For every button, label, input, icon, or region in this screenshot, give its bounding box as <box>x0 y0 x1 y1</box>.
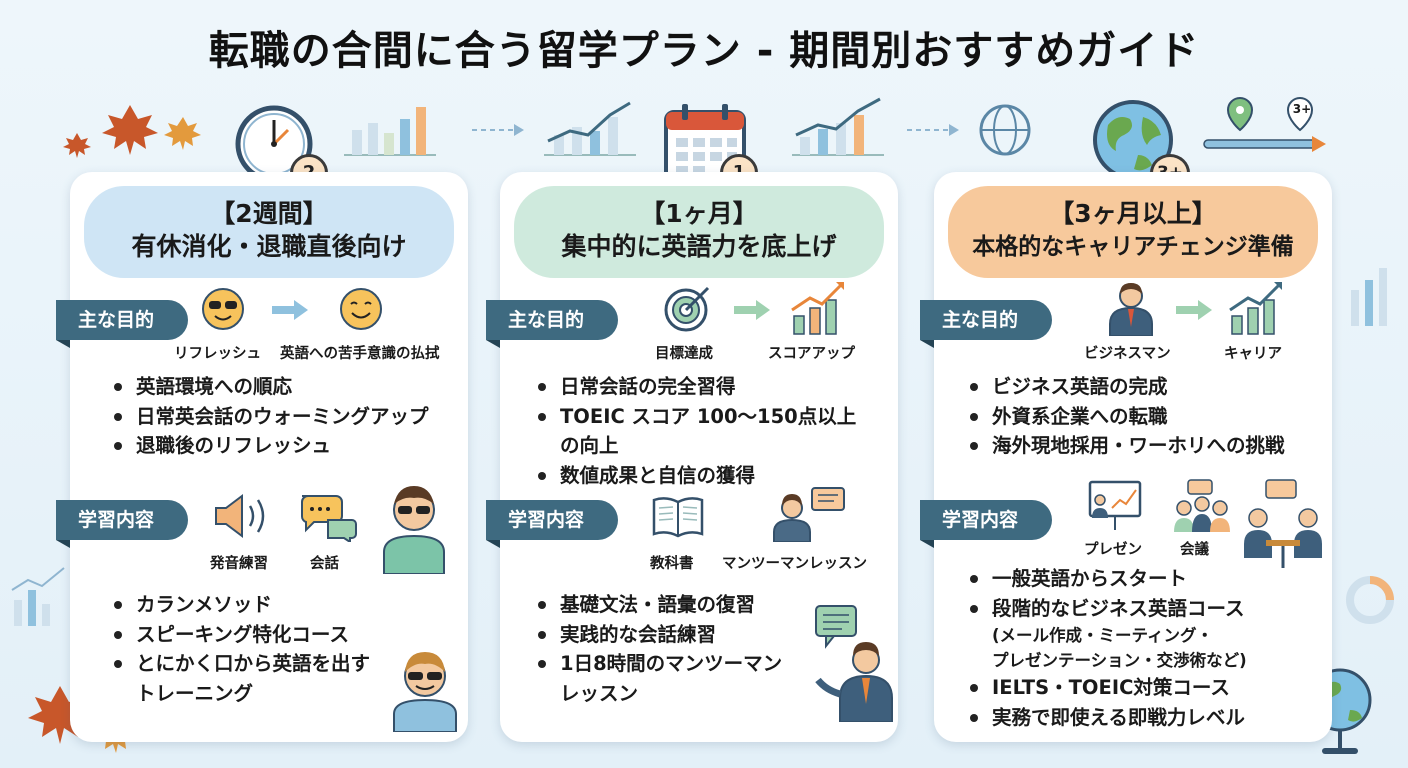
study-icon-label: マンツーマンレッスン <box>722 556 867 572</box>
arrow-right-icon-2 <box>907 124 959 136</box>
study-tag: 学習内容 <box>486 500 618 548</box>
purpose-tag: 主な目的 <box>486 300 618 348</box>
list-item: 海外現地採用・ワーホリへの挑戦 <box>964 431 1285 461</box>
plan-card-2weeks: 【2週間】 有休消化・退職直後向け 主な目的 リフレッシュ 英語への苦手意識の払… <box>56 172 468 742</box>
presentation-icon <box>1088 480 1142 530</box>
plan-subtitle: 有休消化・退職直後向け <box>131 232 407 261</box>
list-item: 退職後のリフレッシュ <box>108 431 429 461</box>
study-list: カランメソッド スピーキング特化コース とにかく口から英語を出す トレーニング <box>108 590 370 708</box>
list-item: 実務で即使える即戦力レベル <box>964 703 1247 733</box>
list-item: 一般英語からスタート <box>964 564 1247 594</box>
study-tag: 学習内容 <box>920 500 1052 548</box>
list-item: 実践的な会話練習 <box>532 620 782 650</box>
bar-chart-icon <box>344 107 436 156</box>
score-up-icon <box>791 282 844 335</box>
page-title: 転職の合間に合う留学プラン - 期間別おすすめガイド <box>208 28 1200 74</box>
list-item: 基礎文法・語彙の復習 <box>532 590 782 620</box>
traveler-icon <box>383 486 445 574</box>
globe-icon <box>979 104 1031 156</box>
list-item-continuation: (メール作成・ミーティング・ <box>992 626 1214 645</box>
discussion-icon <box>1244 479 1322 568</box>
list-item-continuation: トレーニング <box>136 681 254 705</box>
study-icon-label: 教科書 <box>650 556 694 572</box>
purpose-tag: 主な目的 <box>56 300 188 348</box>
list-item: 数値成果と自信の獲得 <box>532 461 856 491</box>
maple-leaves-icon <box>63 105 201 158</box>
list-item: 日常会話の完全習得 <box>532 372 856 402</box>
plan-card-3months: 【3ヶ月以上】 本格的なキャリアチェンジ準備 主な目的 ビジネスマン キャリア … <box>920 172 1332 742</box>
list-item: IELTS・TOEIC対策コース <box>964 673 1247 703</box>
chat-bubbles-icon <box>301 495 357 542</box>
side-chart-icon <box>11 567 65 626</box>
speaker-icon <box>215 494 265 538</box>
plan-subtitle: 本格的なキャリアチェンジ準備 <box>972 234 1294 260</box>
list-item: とにかく口から英語を出す <box>108 649 370 679</box>
card-header: 【2週間】 有休消化・退職直後向け <box>84 186 454 278</box>
smile-face-icon <box>340 288 382 330</box>
rising-chart-icon <box>792 97 884 156</box>
arrow-right-icon <box>472 124 524 136</box>
list-item: 日常英会話のウォーミングアップ <box>108 402 429 432</box>
study-icon-label: プレゼン <box>1084 542 1142 558</box>
purpose-list: ビジネス英語の完成 外資系企業への転職 海外現地採用・ワーホリへの挑戦 <box>964 372 1285 461</box>
arrow-right-icon <box>1176 300 1212 320</box>
purpose-icon-label: ビジネスマン <box>1084 346 1171 362</box>
career-chart-icon <box>1229 282 1282 335</box>
list-item: ビジネス英語の完成 <box>964 372 1285 402</box>
purpose-list: 英語環境への順応 日常英会話のウォーミングアップ 退職後のリフレッシュ <box>108 372 429 461</box>
teacher-icon <box>815 605 893 722</box>
plan-period: 【3ヶ月以上】 <box>1049 199 1217 228</box>
plan-period: 【2週間】 <box>210 199 328 228</box>
study-icon-label: 発音練習 <box>210 556 268 572</box>
plan-period: 【1ヶ月】 <box>640 199 758 228</box>
card-header: 【3ヶ月以上】 本格的なキャリアチェンジ準備 <box>948 186 1318 278</box>
purpose-tag: 主な目的 <box>920 300 1052 348</box>
purpose-icon-label: リフレッシュ <box>174 346 261 362</box>
purpose-icon-label: 目標達成 <box>655 346 713 362</box>
study-list: 基礎文法・語彙の復習 実践的な会話練習 1日8時間のマンツーマン レッスン <box>532 590 782 708</box>
list-item-continuation: レッスン <box>560 681 639 705</box>
study-icon-label: 会話 <box>310 556 339 572</box>
plan-card-1month: 【1ヶ月】 集中的に英語力を底上げ 主な目的 目標達成 スコアアップ 日常会話の… <box>486 172 898 742</box>
backpacker-icon <box>393 652 457 732</box>
study-list: 一般英語からスタート 段階的なビジネス英語コース (メール作成・ミーティング・ … <box>964 564 1247 732</box>
arrow-right-icon <box>734 300 770 320</box>
list-item-continuation: の向上 <box>560 434 619 457</box>
route-map-icon <box>1203 96 1326 152</box>
list-item: スピーキング特化コース <box>108 620 370 650</box>
plan-subtitle: 集中的に英語力を底上げ <box>561 232 837 261</box>
list-item: 1日8時間のマンツーマン <box>532 649 782 679</box>
growth-chart-icon <box>544 101 636 156</box>
businessman-icon <box>1109 283 1153 336</box>
purpose-icon-label: スコアアップ <box>768 346 855 362</box>
textbook-icon <box>652 497 704 538</box>
side-bars-icon <box>1351 268 1387 326</box>
purpose-icon-label: 英語への苦手意識の払拭 <box>280 346 440 362</box>
list-item: カランメソッド <box>108 590 370 620</box>
clock-icon <box>235 105 313 183</box>
route-badge: 3+ <box>1292 102 1312 116</box>
card-header: 【1ヶ月】 集中的に英語力を底上げ <box>514 186 884 278</box>
sunglasses-face-icon <box>202 288 244 330</box>
study-tag: 学習内容 <box>56 500 188 548</box>
study-icon-label: 会議 <box>1180 542 1209 558</box>
meeting-icon <box>1174 479 1230 532</box>
purpose-icon-label: キャリア <box>1224 346 1282 362</box>
list-item: TOEIC スコア 100〜150点以上 <box>532 402 856 432</box>
pie-icon <box>1346 576 1394 624</box>
tutor-icon <box>773 487 845 542</box>
list-item: 段階的なビジネス英語コース <box>964 594 1247 624</box>
target-icon <box>664 286 710 332</box>
purpose-list: 日常会話の完全習得 TOEIC スコア 100〜150点以上 の向上 数値成果と… <box>532 372 856 490</box>
arrow-right-icon <box>272 300 308 320</box>
list-item-continuation: プレゼンテーション・交渉術など) <box>992 651 1247 670</box>
list-item: 外資系企業への転職 <box>964 402 1285 432</box>
list-item: 英語環境への順応 <box>108 372 429 402</box>
